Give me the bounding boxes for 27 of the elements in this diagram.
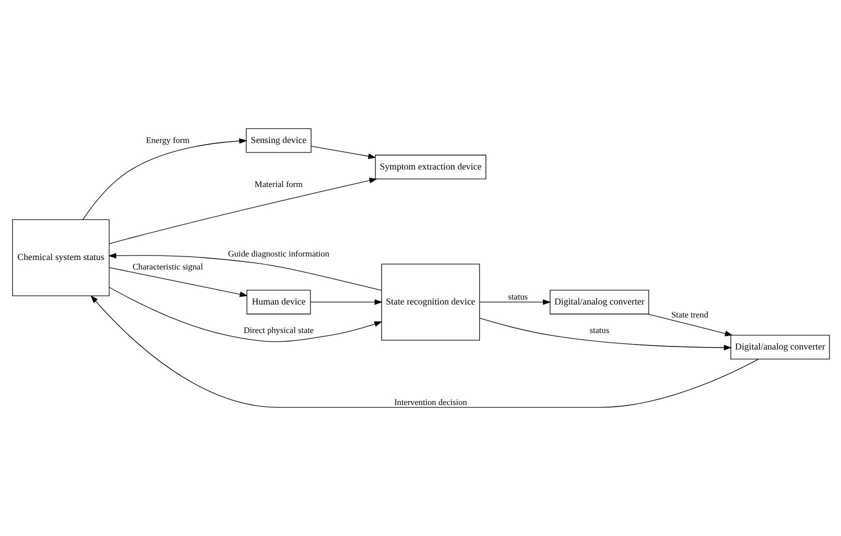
node-box: Symptom extraction device <box>374 154 486 180</box>
arrow <box>108 267 248 298</box>
edge-label: status <box>508 292 528 302</box>
edge-label: Characteristic signal <box>132 261 202 272</box>
arrow <box>82 138 247 220</box>
edge-label: Guide diagnostic information <box>228 248 329 259</box>
arrow <box>108 252 382 291</box>
arrow <box>90 295 758 408</box>
edge-label: status <box>589 324 609 335</box>
arrow <box>479 318 732 350</box>
edge-label: Intervention decision <box>394 396 466 407</box>
node-box: Chemical system status <box>12 219 110 296</box>
node-box: State recognition device <box>380 264 480 340</box>
arrow <box>310 299 382 305</box>
edge-label: Direct physical state <box>243 324 314 335</box>
node-box: Digital/analog converter <box>730 334 830 360</box>
node-box: Digital/analog converter <box>549 290 649 314</box>
arrow <box>310 146 376 159</box>
edge-label: State trend <box>670 310 708 320</box>
edge-label: Energy form <box>146 134 190 145</box>
arrow <box>108 286 382 342</box>
edge-label: Material form <box>254 179 302 190</box>
arrow <box>646 314 732 336</box>
node-box: Human device <box>246 290 310 314</box>
arrow <box>108 178 377 244</box>
node-box: Sensing device <box>245 128 311 153</box>
arrow <box>478 299 550 305</box>
